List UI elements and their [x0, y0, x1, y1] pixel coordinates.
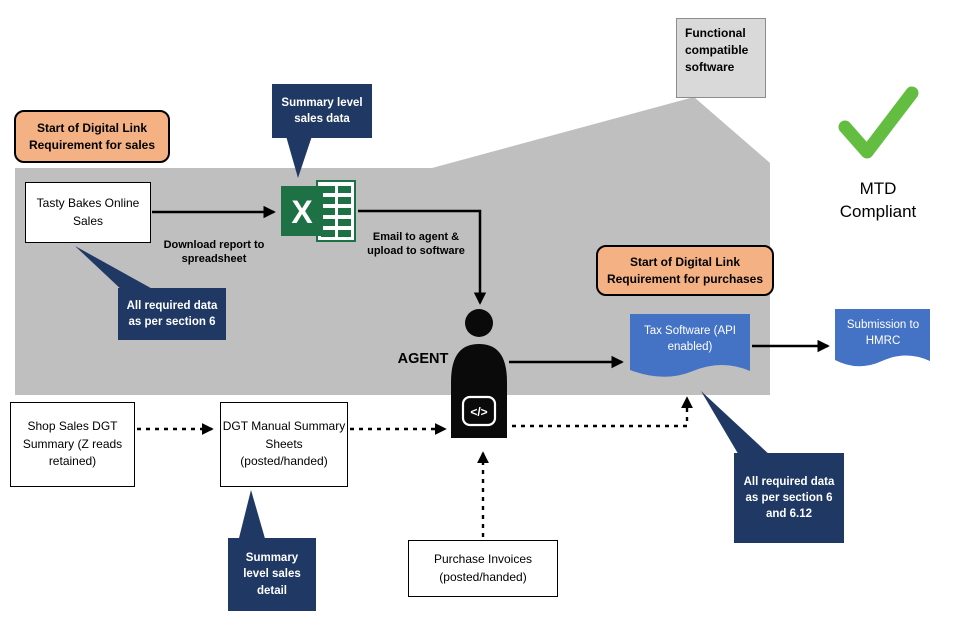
submission-hmrc-shape	[835, 309, 930, 367]
summary-sales-data-callout: Summary level sales data	[272, 84, 372, 138]
tax-software-label: Tax Software (API enabled)	[633, 320, 747, 360]
tail-summary-sales-detail	[238, 490, 266, 542]
tasty-bakes-box: Tasty Bakes Online Sales	[25, 182, 151, 243]
start-sales-label: Start of Digital Link Requirement for sa…	[28, 120, 156, 152]
start-sales-box: Start of Digital Link Requirement for sa…	[14, 110, 170, 163]
email-upload-label: Email to agent & upload to software	[367, 231, 465, 258]
agent-code-glyph: </>	[470, 405, 487, 419]
dgt-manual-label: DGT Manual Summary Sheets (posted/handed…	[222, 419, 346, 469]
all-required-6-label: All required data as per section 6	[126, 299, 218, 328]
mtd-compliant-label: MTD Compliant	[839, 179, 917, 221]
all-required-6-612-label: All required data as per section 6 and 6…	[743, 475, 835, 521]
tail-all-required-6-612	[701, 391, 772, 457]
start-purchases-label: Start of Digital Link Requirement for pu…	[606, 254, 764, 286]
summary-sales-detail-label: Summary level sales detail	[243, 552, 301, 597]
agent-icon: </>	[451, 309, 507, 438]
excel-icon: X	[281, 180, 356, 242]
summary-sales-data-label: Summary level sales data	[281, 96, 363, 125]
download-report-label: Download report to spreadsheet	[163, 239, 265, 266]
purchase-invoices-label: Purchase Invoices (posted/handed)	[433, 552, 533, 584]
purchase-invoices-box: Purchase Invoices (posted/handed)	[408, 540, 558, 597]
start-purchases-box: Start of Digital Link Requirement for pu…	[596, 245, 774, 296]
all-required-6-callout: All required data as per section 6	[118, 288, 226, 340]
tail-summary-sales-data	[286, 136, 312, 178]
tax-software-text: Tax Software (API enabled)	[643, 325, 737, 353]
dashed-agent-to-taxsoftware	[512, 396, 693, 428]
arrow-excel-to-agent	[358, 209, 487, 305]
functional-software-label: Functional compatible software	[685, 26, 749, 74]
functional-software-box: Functional compatible software	[676, 18, 766, 98]
dgt-manual-box: DGT Manual Summary Sheets (posted/handed…	[220, 402, 348, 487]
shop-sales-box: Shop Sales DGT Summary (Z reads retained…	[10, 402, 135, 487]
all-required-6-612-callout: All required data as per section 6 and 6…	[734, 453, 844, 543]
excel-x-glyph: X	[291, 194, 313, 230]
tax-software-shape	[630, 314, 750, 377]
check-mark-icon	[838, 86, 919, 159]
shop-sales-label: Shop Sales DGT Summary (Z reads retained…	[22, 419, 123, 469]
agent-label: AGENT	[397, 351, 449, 367]
tasty-bakes-label: Tasty Bakes Online Sales	[36, 196, 140, 228]
summary-sales-detail-callout: Summary level sales detail	[228, 538, 316, 611]
submission-hmrc-label: Submission to HMRC	[839, 314, 927, 354]
tail-all-required-6	[75, 246, 158, 292]
submission-hmrc-text: Submission to HMRC	[846, 319, 920, 347]
